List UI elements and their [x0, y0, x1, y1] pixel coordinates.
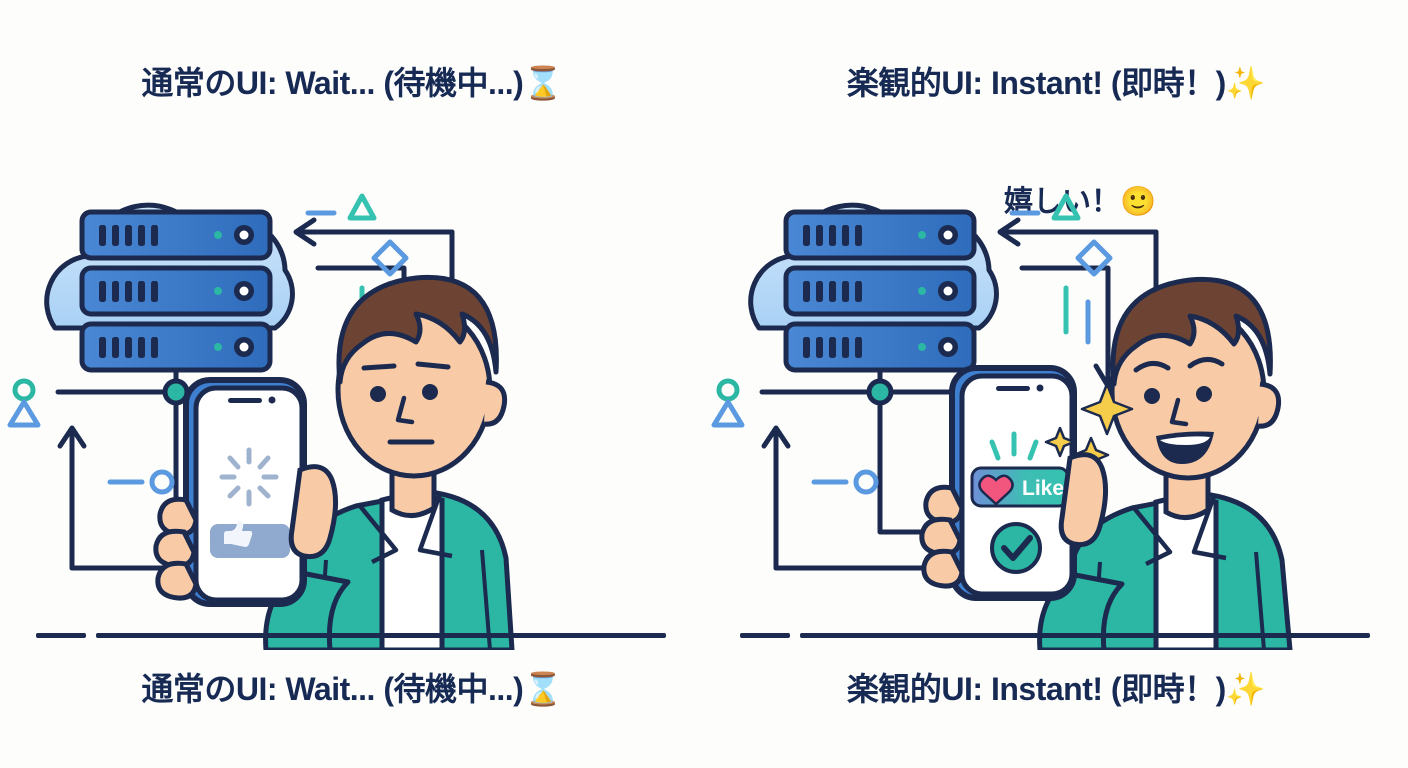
like-button-active: Like [970, 466, 1070, 508]
scene-left [0, 120, 704, 650]
panel-caption-right: 楽観的UI: Instant! (即時！)✨ [704, 664, 1408, 710]
scene-right: Like [704, 120, 1408, 650]
circle-decoration-teal [12, 378, 36, 402]
triangle-decoration-teal [1051, 193, 1081, 221]
eye-left [1144, 388, 1160, 404]
ground-line-right [800, 633, 1370, 638]
smiley-face-icon: 🙂 [1120, 184, 1157, 218]
sparkles-icon-caption: ✨ [1225, 670, 1266, 708]
heart-icon [978, 474, 1014, 506]
panel-caption-left: 通常のUI: Wait... (待機中...)⌛ [0, 664, 704, 710]
decorative-shapes [711, 193, 1113, 495]
ground-dash-left [36, 633, 86, 638]
burst-lines [989, 431, 1039, 461]
diamond-decoration [1075, 239, 1113, 277]
person-happy [1037, 276, 1293, 650]
triangle-decoration-blue [7, 399, 41, 428]
eye-left [370, 386, 386, 402]
like-button-label: Like [1022, 477, 1064, 500]
panel-title-left-text: 通常のUI: Wait... (待機中...) [141, 65, 524, 101]
panel-title-right-text: 楽観的UI: Instant! (即時！) [846, 65, 1226, 101]
person-neutral [263, 274, 515, 650]
server-rack-icon [55, 209, 297, 406]
eye-right [422, 384, 438, 400]
panel-caption-left-text: 通常のUI: Wait... (待機中...) [141, 671, 524, 707]
diamond-decoration [371, 239, 409, 277]
loading-spinner [219, 447, 279, 507]
mouth-smiling [1156, 431, 1214, 464]
triangle-decoration-teal [347, 193, 377, 221]
panel-normal-ui: 通常のUI: Wait... (待機中...)⌛ [0, 58, 704, 710]
eye-right [1196, 386, 1212, 402]
hourglass-icon: ⌛ [523, 64, 563, 102]
panel-title-left: 通常のUI: Wait... (待機中...)⌛ [0, 58, 704, 104]
ground-dash-right [740, 633, 790, 638]
circle-decoration-blue [853, 469, 879, 495]
phone-success: Like [919, 365, 1134, 601]
panel-optimistic-ui: 楽観的UI: Instant! (即時！)✨ 嬉しい！🙂 [704, 0, 1408, 768]
circle-decoration-teal [716, 378, 740, 402]
like-button-disabled [210, 520, 290, 558]
hourglass-icon-caption: ⌛ [523, 670, 563, 708]
phone-loading [153, 377, 338, 607]
server-rack-icon [759, 209, 1001, 406]
panel-caption-right-text: 楽観的UI: Instant! (即時！) [846, 671, 1226, 707]
circle-decoration-blue [149, 469, 175, 495]
ground-line-left [96, 633, 666, 638]
panel-title-right: 楽観的UI: Instant! (即時！)✨ [704, 58, 1408, 104]
success-check-icon [990, 522, 1042, 574]
sparkles-icon: ✨ [1225, 64, 1266, 102]
triangle-decoration-blue [711, 399, 745, 428]
